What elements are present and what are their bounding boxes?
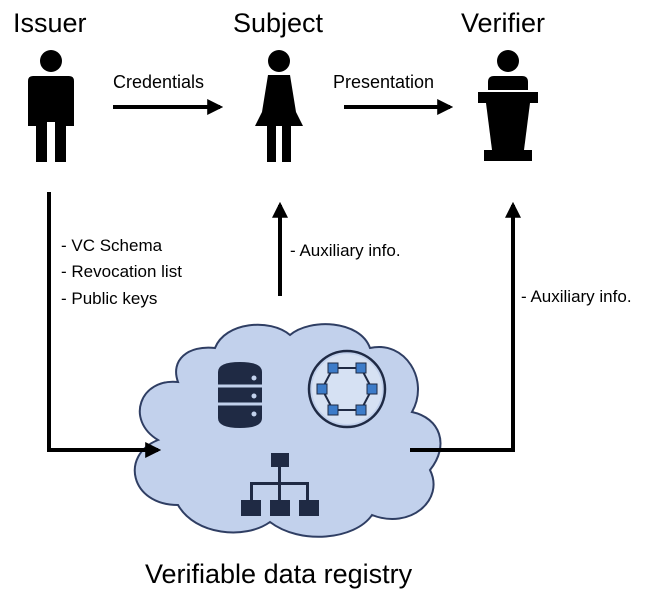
verifier-podium-icon bbox=[478, 50, 538, 161]
database-icon bbox=[218, 362, 262, 428]
verifier-title: Verifier bbox=[461, 8, 545, 38]
registry-title: Verifiable data registry bbox=[145, 559, 413, 589]
network-icon bbox=[307, 349, 387, 429]
verifier-aux-label: - Auxiliary info. bbox=[521, 287, 632, 306]
subject-title: Subject bbox=[233, 8, 324, 38]
subject-aux-label: - Auxiliary info. bbox=[290, 241, 401, 260]
subject-person-icon bbox=[255, 50, 303, 162]
hierarchy-icon bbox=[241, 453, 319, 516]
issuer-info-item-2: - Revocation list bbox=[61, 262, 182, 281]
issuer-person-icon bbox=[28, 50, 74, 162]
issuer-info-item-3: - Public keys bbox=[61, 289, 157, 308]
presentation-label: Presentation bbox=[333, 72, 434, 92]
issuer-to-registry-arrow bbox=[47, 192, 162, 458]
issuer-info-item-1: - VC Schema bbox=[61, 236, 163, 255]
registry-to-verifier-arrow bbox=[410, 201, 521, 452]
issuer-title: Issuer bbox=[13, 8, 87, 38]
credentials-label: Credentials bbox=[113, 72, 204, 92]
